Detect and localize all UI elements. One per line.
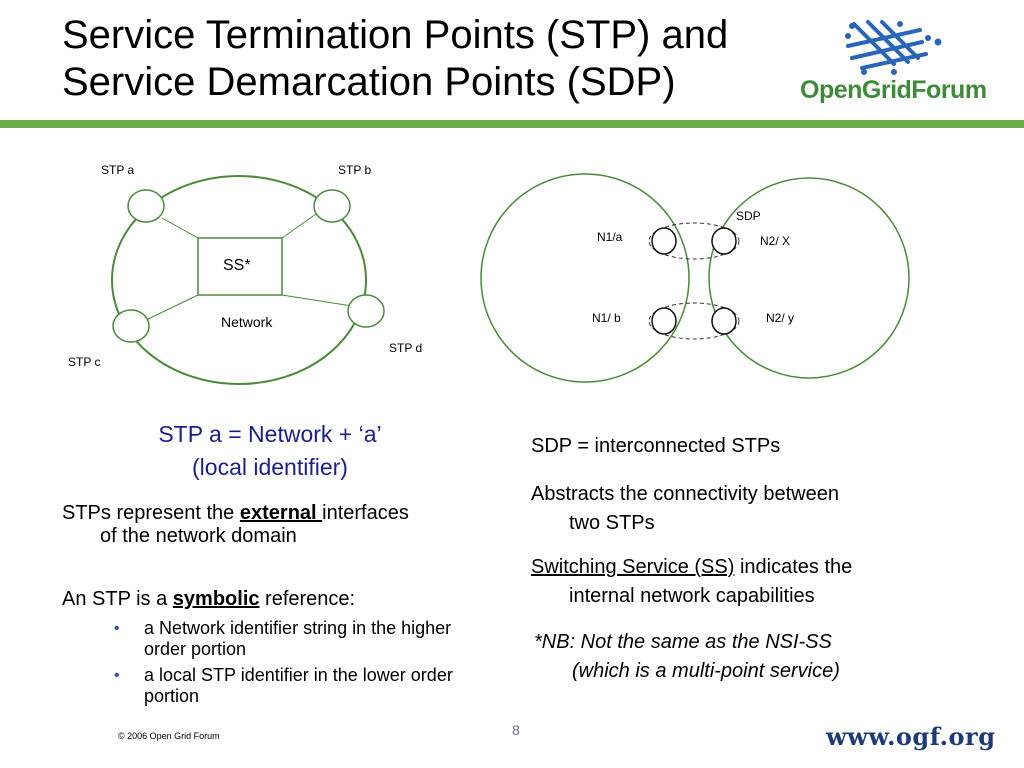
p1-after: interfaces: [322, 502, 409, 524]
ss-after: indicates the: [734, 556, 853, 578]
title-line-1: Service Termination Points (STP) and: [62, 13, 729, 57]
network-label: Network: [221, 314, 273, 330]
link-stp-b: [281, 213, 317, 239]
p2-after: reference:: [259, 588, 356, 610]
stp-equation: STP a = Network + ‘a’ (local identifier): [60, 418, 480, 484]
stp-b-label: STP b: [338, 163, 372, 177]
nb-note: *NB: Not the same as the NSI-SS (which i…: [534, 628, 1004, 686]
ss-line-2: internal network capabilities: [569, 585, 815, 607]
network-ellipse: [111, 175, 367, 385]
stp-external-paragraph: STPs represent the external interfaces o…: [62, 502, 512, 548]
stp-n2x-node: [711, 227, 737, 255]
n1b-label: N1/ b: [592, 311, 621, 325]
stp-b-node: [313, 189, 351, 223]
n2x-label: N2/ X: [760, 234, 791, 248]
stp-symbolic-paragraph: An STP is a symbolic reference:: [62, 588, 512, 611]
diagram-canvas: [111, 173, 910, 385]
bullet-icon: •: [114, 620, 120, 637]
sdp-bottom-ellipse: [648, 302, 740, 340]
stp-equation-line-1: STP a = Network + ‘a’: [158, 421, 382, 447]
link-stp-d: [281, 294, 353, 307]
list-item: • a Network identifier string in the hig…: [114, 618, 484, 660]
stp-n1b-node: [651, 307, 677, 335]
copyright: © 2006 Open Grid Forum: [118, 731, 220, 741]
bullet-text: a Network identifier string in the highe…: [144, 618, 452, 659]
p2-before: An STP is a: [62, 588, 173, 610]
stp-c-node: [112, 309, 150, 343]
ss-box: [197, 237, 283, 296]
switching-service-paragraph: Switching Service (SS) indicates the int…: [531, 553, 1001, 611]
abstracts-line-2: two STPs: [569, 512, 655, 534]
bullet-icon: •: [114, 667, 120, 684]
stp-n1a-node: [651, 227, 677, 255]
link-stp-a: [161, 217, 199, 239]
ss-label: SS*: [223, 257, 251, 274]
header-divider: [0, 120, 1024, 128]
n2y-label: N2/ y: [766, 311, 795, 325]
link-stp-c: [145, 294, 199, 321]
nb-line-1: *NB: Not the same as the NSI-SS: [534, 631, 832, 653]
grid-mesh-icon: [845, 20, 942, 75]
p2-bold: symbolic: [172, 588, 260, 610]
p1-before: STPs represent the: [62, 502, 240, 524]
network-diagram: [111, 175, 385, 385]
sdp-label: SDP: [736, 209, 761, 223]
site-url: www.ogf.org: [826, 722, 996, 751]
sdp-diagram: [480, 173, 910, 383]
network-n2-circle: [708, 177, 910, 379]
stp-n2y-node: [711, 307, 737, 335]
abstracts-line-1: Abstracts the connectivity between: [531, 483, 839, 505]
logo-wordmark: OpenGridForum: [800, 76, 987, 104]
p1-continuation: of the network domain: [100, 525, 297, 547]
title-line-2: Service Demarcation Points (SDP): [62, 60, 676, 104]
stp-a-node: [127, 189, 165, 223]
stp-bullet-list: • a Network identifier string in the hig…: [114, 618, 484, 712]
bullet-text: a local STP identifier in the lower orde…: [144, 665, 453, 706]
n1a-label: N1/a: [597, 230, 623, 244]
network-n1-circle: [480, 173, 690, 383]
switching-service-term: Switching Service (SS): [531, 556, 735, 578]
sdp-definition: SDP = interconnected STPs: [531, 435, 781, 457]
slide-title: Service Termination Points (STP) and Ser…: [62, 12, 842, 106]
stp-equation-line-2: (local identifier): [192, 454, 348, 480]
ogf-logo: OpenGridForum: [796, 16, 996, 112]
page-number: 8: [512, 722, 520, 738]
stp-d-label: STP d: [389, 341, 423, 355]
stp-c-label: STP c: [68, 355, 101, 369]
stp-a-label: STP a: [101, 163, 135, 177]
list-item: • a local STP identifier in the lower or…: [114, 665, 484, 707]
p1-bold: external: [239, 502, 323, 524]
nb-line-2: (which is a multi-point service): [572, 660, 840, 682]
abstracts-paragraph: Abstracts the connectivity between two S…: [531, 480, 1001, 538]
sdp-top-ellipse: [648, 222, 740, 260]
stp-d-node: [347, 294, 385, 328]
